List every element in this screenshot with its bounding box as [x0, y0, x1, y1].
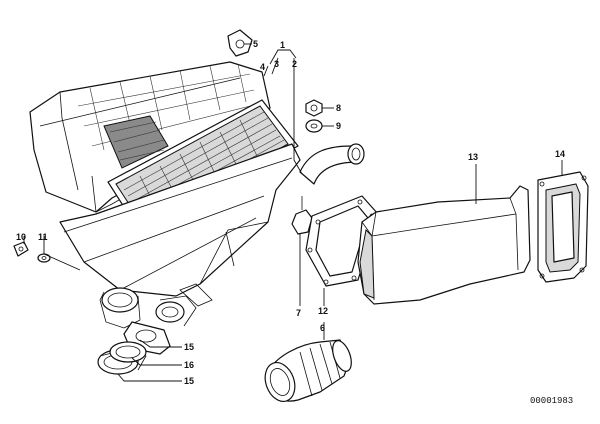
- callout-10: 10: [16, 232, 26, 242]
- callout-14: 14: [555, 149, 565, 159]
- leader-lines: [23, 43, 563, 382]
- callout-1: 1: [280, 40, 285, 50]
- callout-11: 11: [38, 232, 48, 242]
- callout-7: 7: [296, 308, 301, 318]
- nut-8: [305, 99, 323, 117]
- callout-4: 4: [260, 62, 265, 72]
- callout-2: 2: [292, 59, 297, 69]
- filter-housing-lower: [59, 143, 301, 329]
- breather-pipe: [299, 143, 365, 185]
- stud-7: [291, 196, 313, 235]
- filter-housing-lid: [29, 61, 271, 213]
- callout-3: 3: [274, 59, 279, 69]
- intake-duct-13: [357, 185, 531, 305]
- washer-9: [305, 119, 323, 133]
- callout-6: 6: [320, 323, 325, 333]
- washer-11: [37, 253, 51, 263]
- gasket-14: [537, 171, 589, 283]
- callout-12: 12: [318, 306, 328, 316]
- bellows-hose: [264, 339, 352, 402]
- callout-13: 13: [468, 152, 478, 162]
- callout-5: 5: [253, 39, 258, 49]
- hose-clamp: [97, 341, 147, 375]
- drawing-reference-number: 00001983: [530, 396, 573, 406]
- clip-5: [227, 29, 253, 57]
- callout-9: 9: [336, 121, 341, 131]
- bolt-10: [13, 241, 29, 257]
- callout-16: 16: [184, 360, 194, 370]
- callout-15b: 15: [184, 376, 194, 386]
- callout-8: 8: [336, 103, 341, 113]
- callout-15: 15: [184, 342, 194, 352]
- callout-labels: 1 2 3 4 5 8 9 7 12 13 14 10 11 15 16 15 …: [16, 39, 565, 386]
